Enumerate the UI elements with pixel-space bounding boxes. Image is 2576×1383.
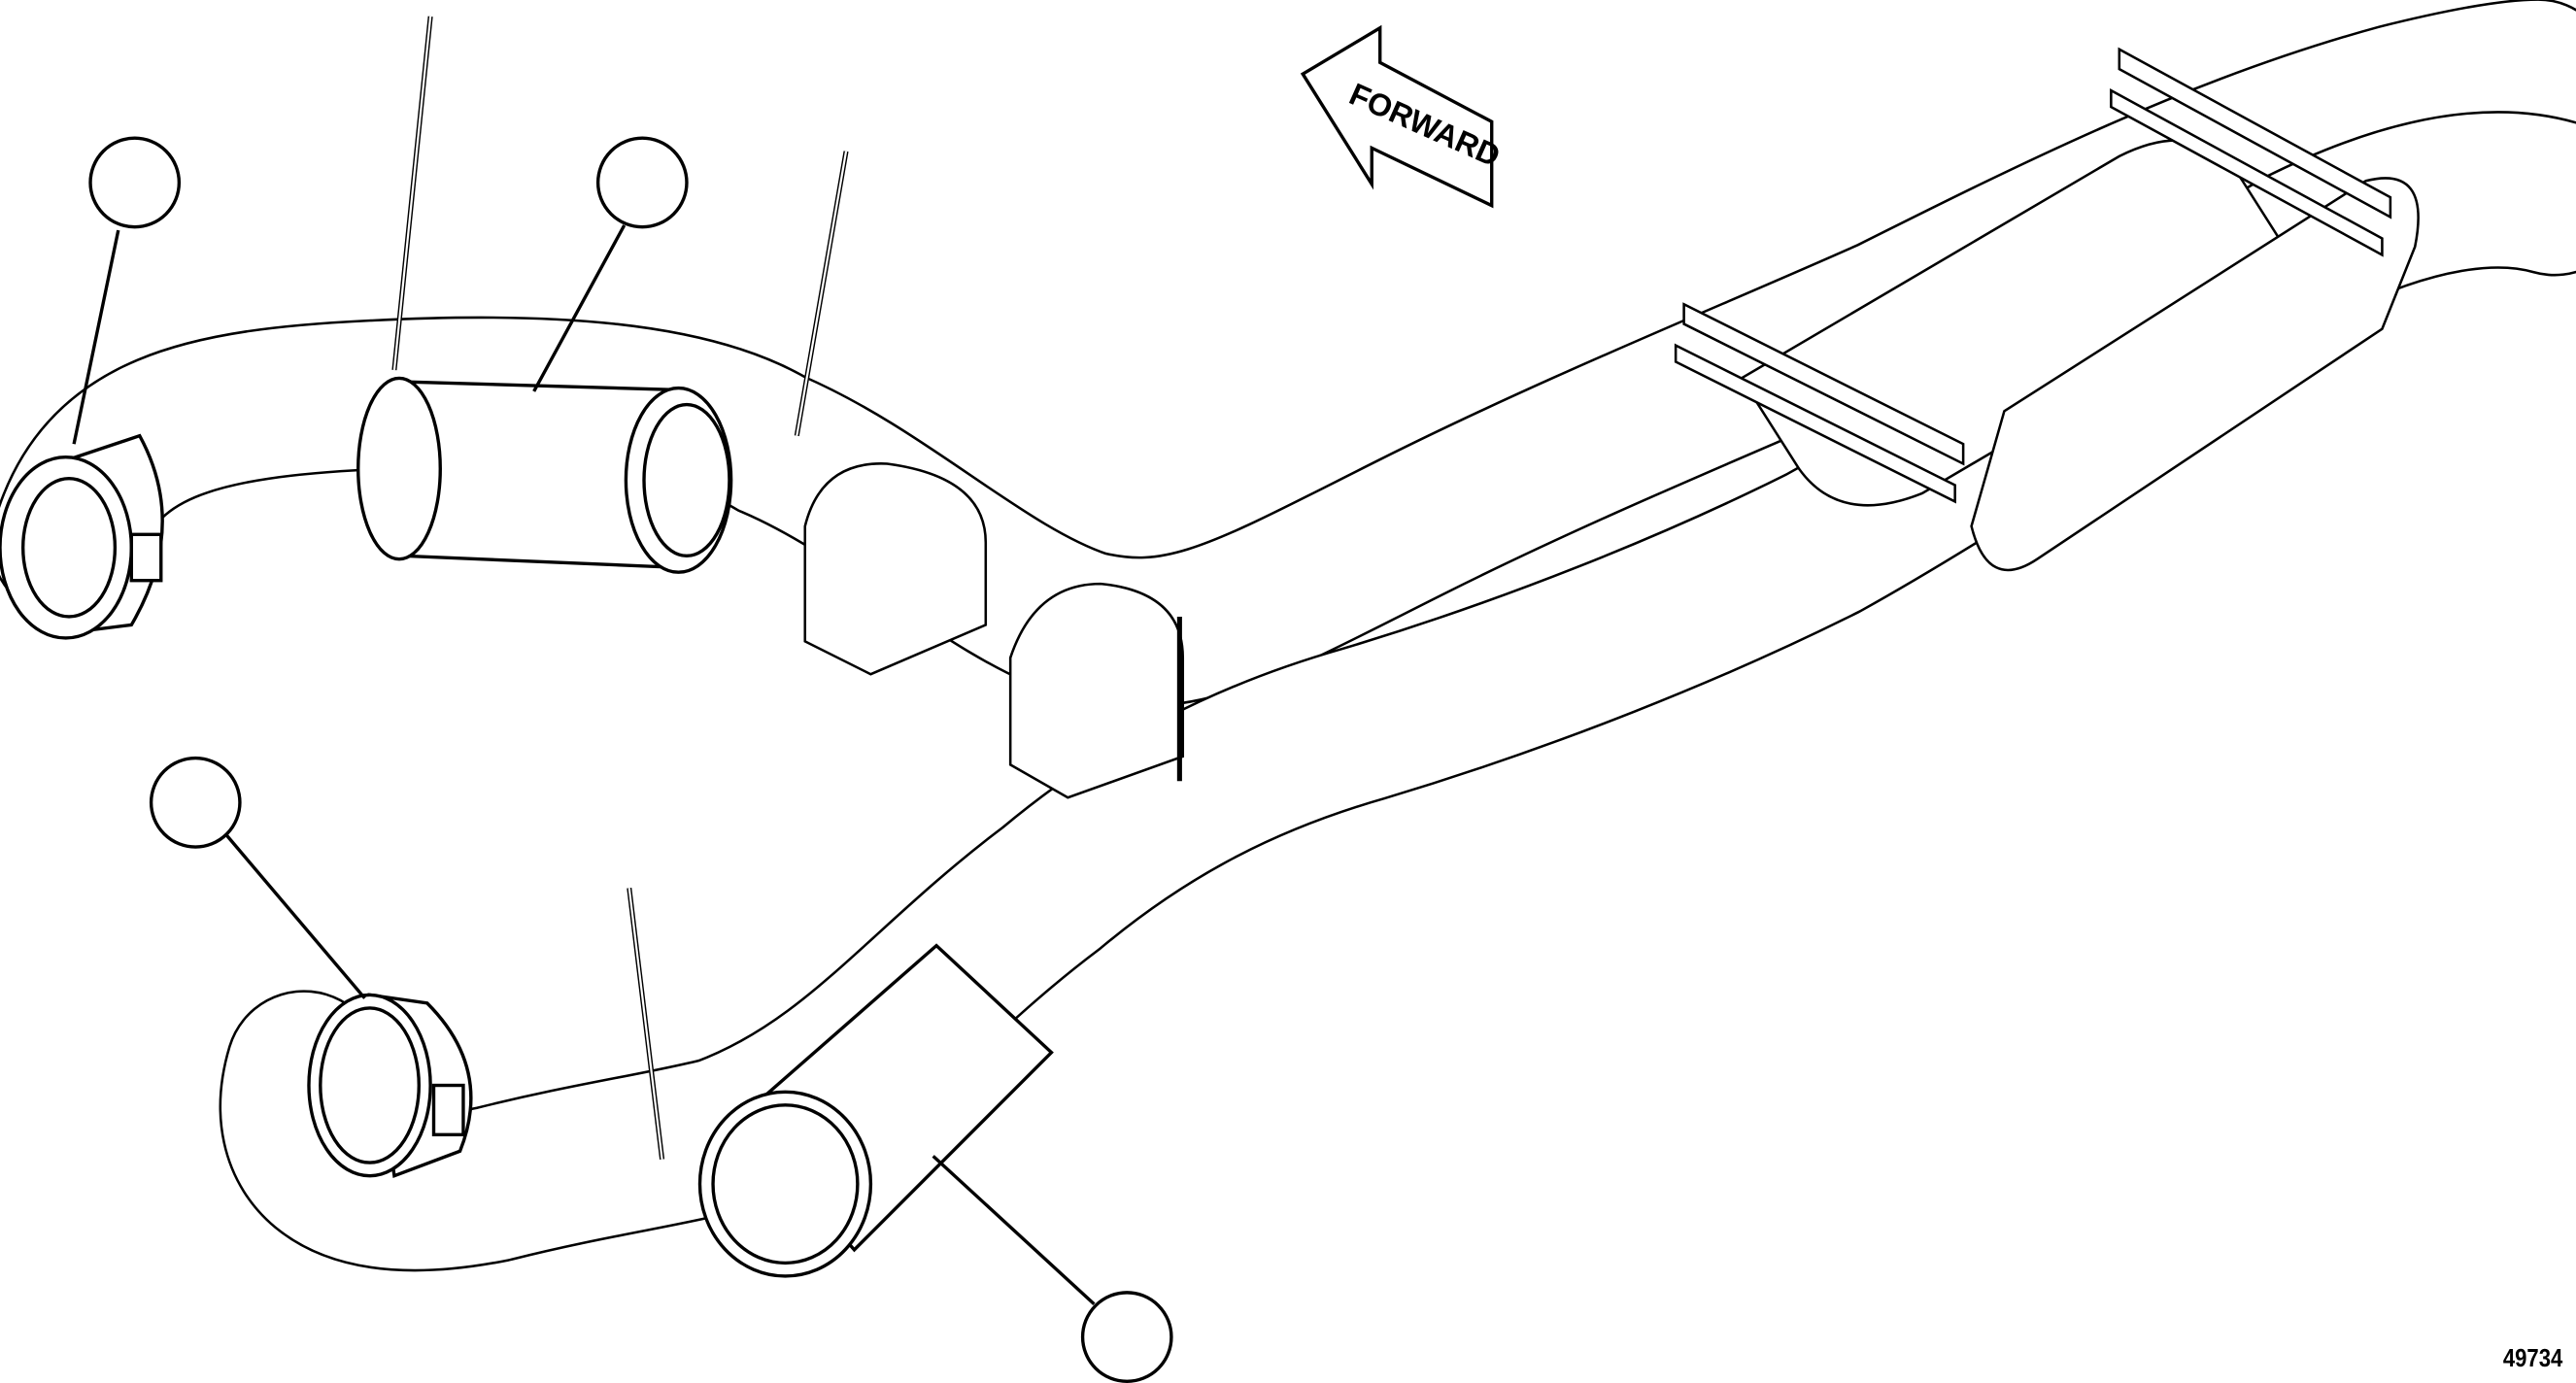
callout-2: [532, 136, 689, 392]
forward-direction-arrow: FORWARD: [1300, 24, 1506, 209]
mounting-bracket: [1674, 47, 2392, 504]
callout-3: [149, 756, 366, 999]
callout-1: [72, 136, 182, 445]
lower-outlet-ring: [307, 993, 473, 1178]
callout-4: [932, 1155, 1173, 1383]
upper-outlet-ring: [0, 433, 164, 640]
lower-coupler: [697, 943, 1054, 1278]
pipe-support: [803, 462, 1185, 799]
upper-coupler: [356, 376, 733, 574]
figure-number: 49734: [2502, 1343, 2562, 1372]
